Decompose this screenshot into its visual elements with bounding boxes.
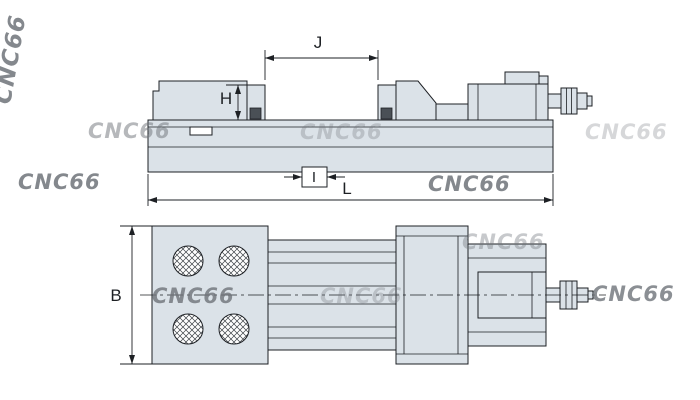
- watermark-text: CNC66: [300, 120, 383, 144]
- watermark-text: CNC66: [320, 284, 403, 308]
- body-notch: [189, 126, 213, 136]
- clamping-holes: [172, 245, 250, 345]
- watermark-text: CNC66: [88, 119, 171, 143]
- side-view: J H I L: [147, 33, 593, 206]
- fixed-jaw-screw: [249, 107, 262, 120]
- dim-B-label: B: [110, 286, 121, 305]
- rear-housing-lines: [468, 257, 546, 333]
- dim-L-label: L: [342, 179, 351, 198]
- fixed-jaw-block: [152, 80, 248, 121]
- screw-cap-side: [586, 95, 593, 107]
- hex-nut-facets-side: [566, 88, 572, 114]
- watermark-text: CNC66: [462, 230, 545, 254]
- screw-cover: [435, 103, 469, 121]
- watermark-text: CNC66: [18, 170, 101, 194]
- bolt-hole: [218, 313, 250, 345]
- movable-jaw-screw: [380, 107, 393, 120]
- movable-jaw-plan-lines: [396, 235, 468, 355]
- dimension-jaw-height: H: [220, 84, 256, 120]
- plan-view: B: [110, 225, 606, 365]
- bolt-hole: [172, 313, 204, 345]
- housing-top-step: [538, 75, 549, 85]
- dim-H-label: H: [220, 89, 232, 108]
- watermark-text: CNC66: [0, 13, 32, 106]
- dimension-jaw-opening: J: [264, 33, 379, 80]
- dim-J-label: J: [314, 33, 323, 52]
- dimension-body-width: B: [110, 225, 154, 365]
- watermark-text: CNC66: [428, 172, 511, 196]
- dimension-overall-length: L: [147, 174, 554, 206]
- dim-I-label: I: [312, 169, 316, 186]
- drive-housing-lines: [477, 84, 537, 120]
- dim-B-extension-lines: [120, 225, 154, 365]
- bolt-hole: [172, 245, 204, 277]
- bolt-hole: [218, 245, 250, 277]
- dimension-keyway: I: [284, 166, 345, 188]
- slide-rail-lines: [268, 251, 396, 339]
- movable-jaw-block: [395, 80, 437, 121]
- watermark-text: CNC66: [152, 284, 235, 308]
- dim-J-extension-lines: [264, 50, 379, 80]
- housing-top-block: [504, 71, 540, 85]
- watermark-text: CNC66: [585, 120, 668, 144]
- vise-body-side: [147, 119, 554, 173]
- hex-nut-side: [560, 87, 578, 115]
- screw-shaft-side: [547, 93, 562, 109]
- watermarks: CNC66 CNC66 CNC66 CNC66 CNC66 CNC66 CNC6…: [0, 13, 675, 308]
- watermark-text: CNC66: [592, 282, 675, 306]
- screw-end-side: [576, 92, 588, 110]
- body-detail-lines: [148, 126, 553, 148]
